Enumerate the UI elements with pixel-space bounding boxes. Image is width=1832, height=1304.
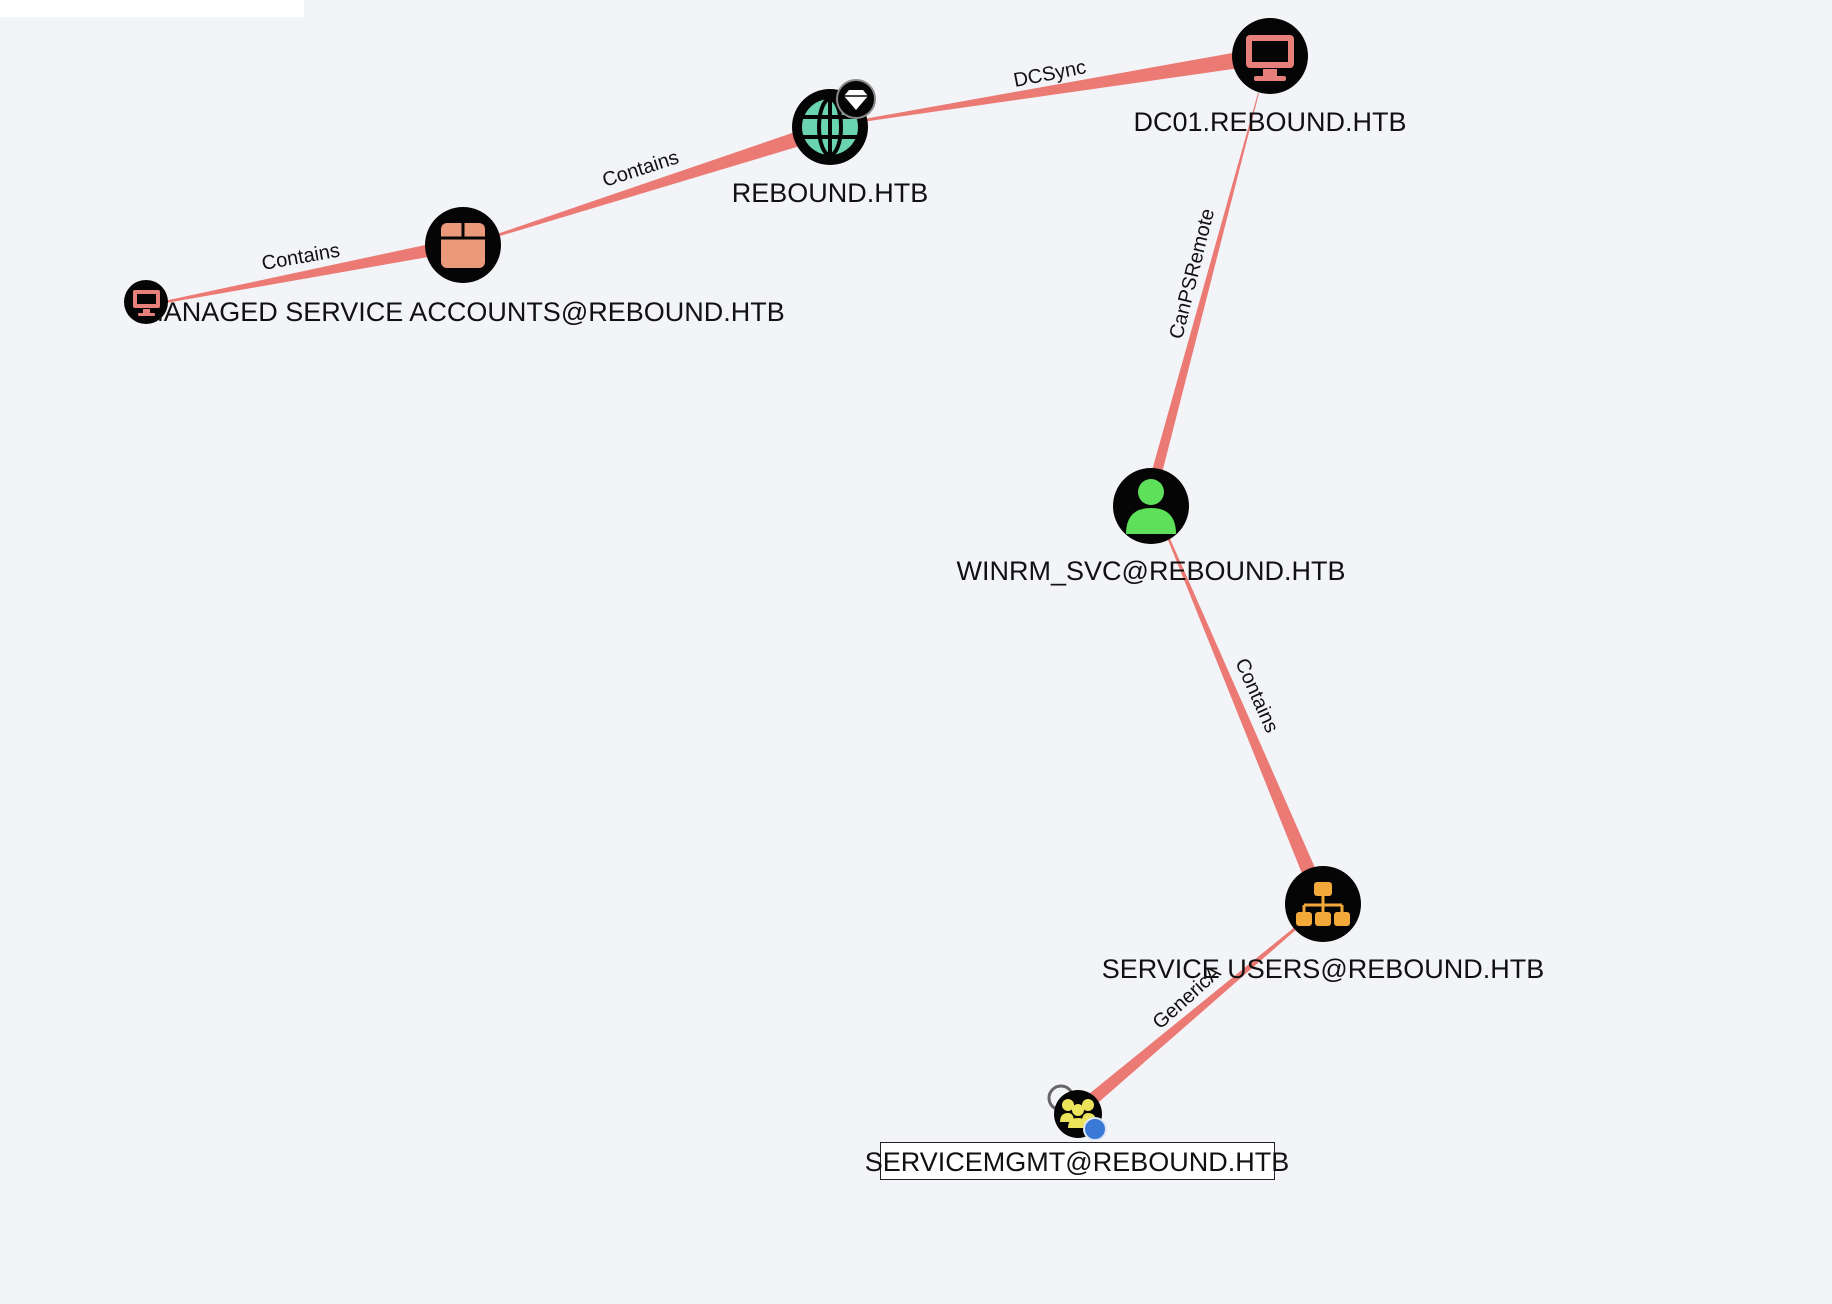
monitor-icon (133, 290, 160, 316)
node-managed-service-accounts[interactable]: MANAGED SERVICE ACCOUNTS@REBOUND.HTB (141, 207, 785, 327)
node-dc01[interactable]: DC01.REBOUND.HTB (1133, 18, 1407, 137)
edge-contains-msa-computer[interactable]: Contains (164, 240, 434, 303)
monitor-icon (1246, 35, 1294, 81)
node-label-servicemgmt: SERVICEMGMT@REBOUND.HTB (865, 1147, 1289, 1177)
node-small-computer[interactable] (124, 280, 168, 324)
owned-badge-icon (1083, 1117, 1107, 1141)
top-left-panel-strip (0, 0, 304, 17)
node-servicemgmt[interactable]: SERVICEMGMT@REBOUND.HTB (865, 1084, 1289, 1177)
node-label-service-users: SERVICE USERS@REBOUND.HTB (1102, 954, 1545, 984)
nodes-layer: REBOUND.HTB DC01.REBOUND.HTB MANAGED SER… (124, 18, 1544, 1177)
node-label-managed-service-accounts: MANAGED SERVICE ACCOUNTS@REBOUND.HTB (141, 297, 785, 327)
selected-node-label-box (880, 1142, 1275, 1180)
node-rebound-htb[interactable]: REBOUND.HTB (732, 79, 929, 208)
diamond-badge-icon (836, 79, 876, 119)
org-tree-icon (1296, 882, 1350, 926)
node-winrm-svc[interactable]: WINRM_SVC@REBOUND.HTB (957, 468, 1346, 586)
edge-canpsremote[interactable]: CanPSRemote (1151, 93, 1259, 477)
box-icon (441, 223, 485, 268)
group-icon (1060, 1099, 1096, 1128)
node-label-winrm-svc: WINRM_SVC@REBOUND.HTB (957, 556, 1346, 586)
user-icon (1126, 479, 1176, 534)
node-label-dc01: DC01.REBOUND.HTB (1133, 107, 1406, 137)
node-service-users[interactable]: SERVICE USERS@REBOUND.HTB (1102, 866, 1545, 984)
edge-dcsync[interactable]: DCSync (858, 52, 1240, 122)
node-label-rebound-htb: REBOUND.HTB (732, 178, 929, 208)
